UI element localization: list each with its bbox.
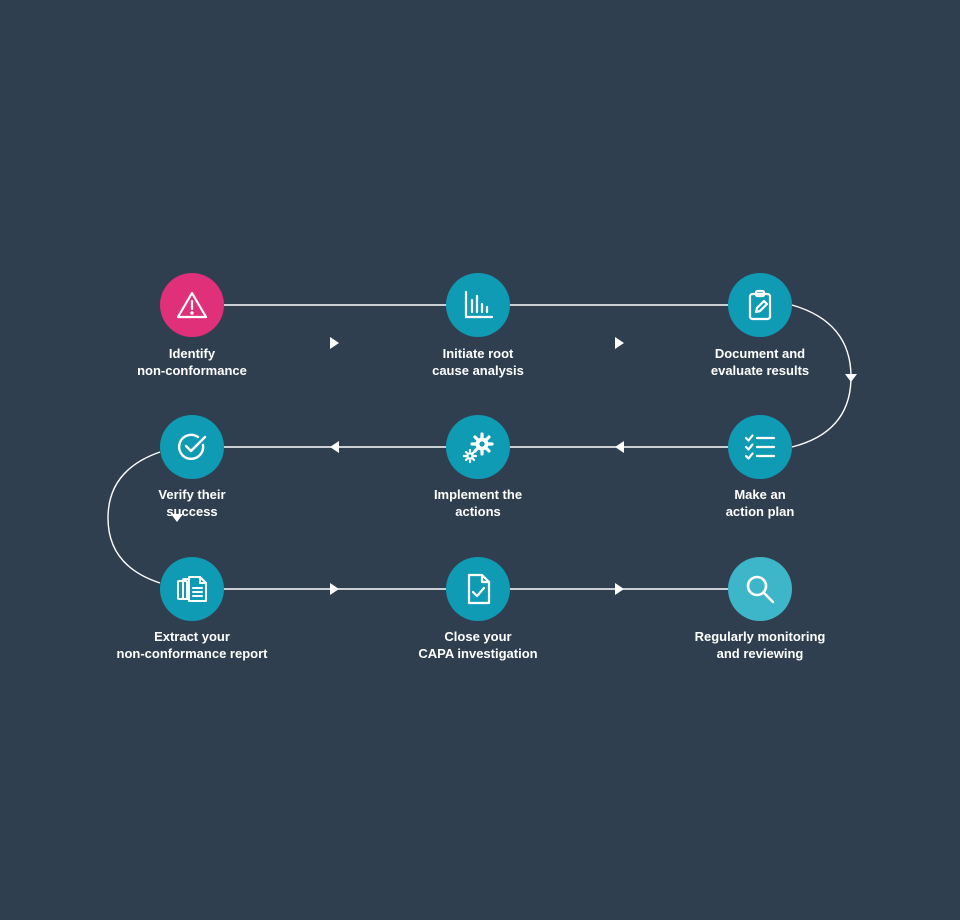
step-8-label: Close your CAPA investigation <box>418 629 538 661</box>
step-4-label: Make an action plan <box>725 487 795 519</box>
step-7-node <box>160 557 224 621</box>
step-8-node <box>446 557 510 621</box>
check-circle-icon <box>177 433 207 461</box>
step-1-node <box>160 273 224 337</box>
step-2-label: Initiate root cause analysis <box>432 346 524 378</box>
step-3-node <box>728 273 792 337</box>
step-6-label: Verify their success <box>158 487 226 519</box>
arrow-right-icon <box>330 337 339 349</box>
report-documents-icon <box>177 576 207 602</box>
arrow-down-icon <box>845 374 857 382</box>
step-2-node <box>446 273 510 337</box>
step-4-node <box>728 415 792 479</box>
step-6-node <box>160 415 224 479</box>
magnifier-icon <box>746 575 775 604</box>
arrow-left-icon <box>330 441 339 453</box>
step-3-label: Document and evaluate results <box>710 346 810 378</box>
gears-icon <box>462 432 494 464</box>
arrow-right-icon <box>615 583 624 595</box>
warning-icon <box>176 291 208 319</box>
step-5-node <box>446 415 510 479</box>
clipboard-edit-icon <box>748 289 772 321</box>
connector-6-7 <box>107 451 161 584</box>
step-5-label: Implement the actions <box>433 487 523 519</box>
document-check-icon <box>467 573 491 605</box>
step-9-label: Regularly monitoring and reviewing <box>694 629 826 661</box>
bar-chart-icon <box>464 290 494 319</box>
step-9-node <box>728 557 792 621</box>
step-7-label: Extract your non-conformance report <box>116 629 268 661</box>
arrow-right-icon <box>330 583 339 595</box>
step-1-label: Identify non-conformance <box>137 346 247 378</box>
arrow-right-icon <box>615 337 624 349</box>
arrow-down-icon <box>171 514 183 522</box>
checklist-icon <box>744 434 776 460</box>
arrow-left-icon <box>615 441 624 453</box>
